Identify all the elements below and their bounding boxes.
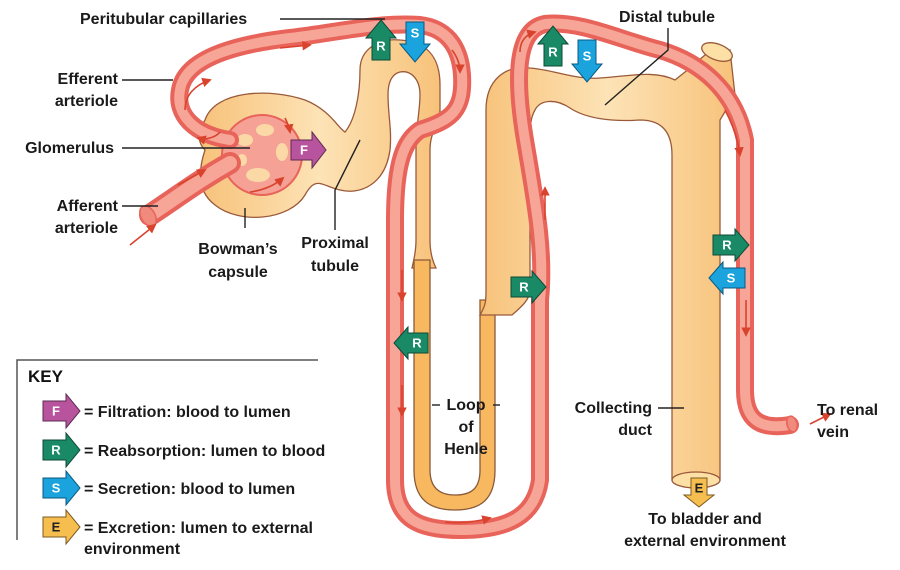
blood-flow-arrows bbox=[129, 29, 832, 525]
reabsorption-arrow-letter: R bbox=[519, 280, 529, 295]
label-loop-of-henle-line1: Loop bbox=[446, 397, 485, 414]
excretion-arrow-letter: E bbox=[695, 481, 704, 496]
label-distal-tubule: Distal tubule bbox=[619, 9, 715, 26]
loop-of-henle bbox=[413, 259, 496, 511]
label-to-renal-vein-line1: To renal bbox=[817, 402, 878, 419]
excretion-arrow: E bbox=[682, 477, 716, 508]
reabsorption-arrow-collecting: R bbox=[712, 227, 750, 263]
label-afferent-arteriole-line2: arteriole bbox=[55, 220, 118, 237]
label-afferent-arteriole-line1: Afferent bbox=[57, 198, 119, 215]
reabsorption-arrow-letter: R bbox=[376, 39, 386, 54]
label-loop-of-henle-line2: of bbox=[458, 419, 474, 436]
label-peritubular-capillaries: Peritubular capillaries bbox=[80, 11, 247, 28]
nephron-tubule bbox=[198, 39, 736, 511]
key-excretion-text-line2: environment bbox=[84, 541, 181, 558]
key-item-excretion: E = Excretion: lumen to external environ… bbox=[42, 508, 313, 558]
key-title: KEY bbox=[28, 367, 64, 386]
key-item-filtration: F = Filtration: blood to lumen bbox=[42, 392, 291, 430]
key-secretion-letter: S bbox=[52, 481, 61, 496]
reabsorption-arrow-letter: R bbox=[722, 238, 732, 253]
reabsorption-arrow-distal: R bbox=[536, 25, 570, 67]
label-bowmans-capsule-line1: Bowman’s bbox=[198, 241, 278, 258]
key-excretion-text: = Excretion: lumen to external bbox=[84, 520, 313, 537]
secretion-arrow-letter: S bbox=[727, 271, 736, 286]
filtration-arrow: F bbox=[290, 130, 327, 170]
label-glomerulus: Glomerulus bbox=[25, 140, 114, 157]
reabsorption-arrow-proximal: R bbox=[364, 19, 398, 61]
label-efferent-arteriole-line2: arteriole bbox=[55, 93, 118, 110]
secretion-arrow-letter: S bbox=[583, 49, 592, 64]
collecting-duct-top bbox=[701, 42, 733, 62]
secretion-arrow-collecting: S bbox=[708, 260, 746, 296]
process-arrows: F R S R R R S bbox=[290, 19, 750, 508]
key-excretion-letter: E bbox=[52, 520, 61, 535]
key-item-secretion: S = Secretion: blood to lumen bbox=[42, 469, 295, 507]
labels: Peritubular capillaries Efferent arterio… bbox=[25, 9, 878, 550]
reabsorption-arrow-ascending: R bbox=[510, 269, 547, 305]
key-filtration-letter: F bbox=[52, 404, 60, 419]
reabsorption-arrow-letter: R bbox=[412, 336, 422, 351]
blood-vessels bbox=[129, 14, 832, 539]
label-to-renal-vein-line2: vein bbox=[817, 424, 849, 441]
filtration-arrow-letter: F bbox=[300, 143, 308, 158]
label-to-bladder-line1: To bladder and bbox=[648, 511, 761, 528]
reabsorption-arrow-descending: R bbox=[393, 325, 429, 361]
label-efferent-arteriole-line1: Efferent bbox=[58, 71, 119, 88]
key-secretion-text: = Secretion: blood to lumen bbox=[84, 481, 295, 498]
reabsorption-arrow-letter: R bbox=[548, 45, 558, 60]
key-reabsorption-text: = Reabsorption: lumen to blood bbox=[84, 443, 325, 460]
label-to-bladder-line2: external environment bbox=[624, 533, 787, 550]
key-legend: KEY F = Filtration: blood to lumen R = R… bbox=[16, 359, 325, 558]
key-border bbox=[16, 359, 318, 540]
secretion-arrow-letter: S bbox=[411, 26, 420, 41]
secretion-arrow-distal: S bbox=[570, 39, 604, 83]
label-proximal-tubule-line2: tubule bbox=[311, 258, 359, 275]
label-collecting-duct-line1: Collecting bbox=[575, 400, 652, 417]
key-reabsorption-letter: R bbox=[51, 443, 61, 458]
label-collecting-duct-line2: duct bbox=[618, 422, 652, 439]
label-proximal-tubule-line1: Proximal bbox=[301, 235, 369, 252]
secretion-arrow-proximal: S bbox=[398, 21, 432, 63]
leader-lines bbox=[122, 18, 684, 409]
label-loop-of-henle-line3: Henle bbox=[444, 441, 488, 458]
key-item-reabsorption: R = Reabsorption: lumen to blood bbox=[42, 431, 325, 469]
key-filtration-text: = Filtration: blood to lumen bbox=[84, 404, 291, 421]
label-bowmans-capsule-line2: capsule bbox=[208, 264, 268, 281]
glomerulus-spaces bbox=[237, 124, 288, 182]
